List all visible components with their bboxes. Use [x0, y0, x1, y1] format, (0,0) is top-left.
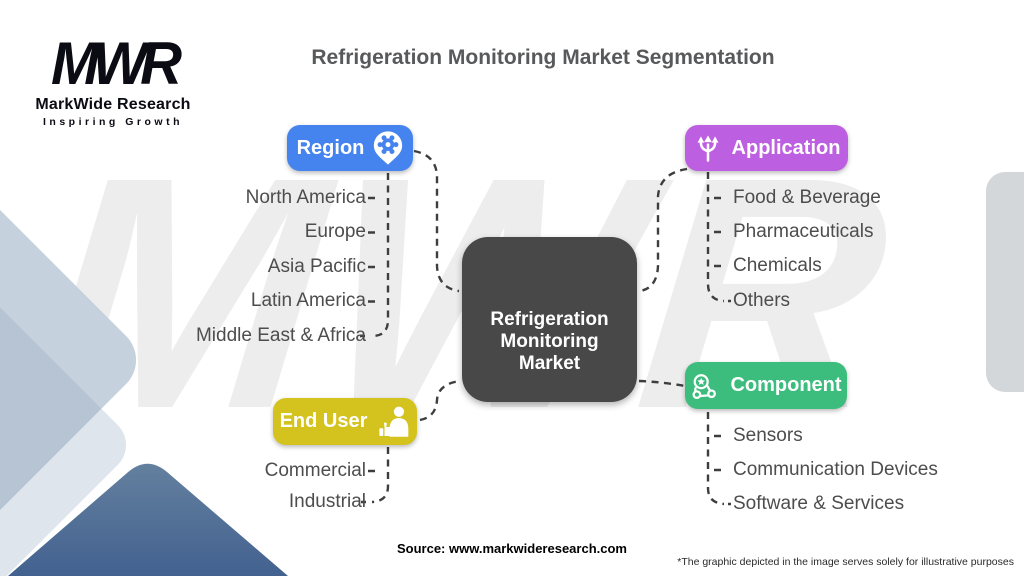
component-item-ticks — [714, 434, 731, 506]
enduser-item-ticks — [361, 469, 380, 504]
markwide-research-logo: MWR MarkWide Research Inspiring Growth — [28, 29, 198, 128]
person-icon — [379, 406, 409, 437]
center-node-line: Monitoring — [500, 331, 599, 352]
application-item-food-beverage: Food & Beverage — [733, 187, 881, 208]
application-pill-label: Application — [731, 136, 841, 159]
source-text: Source: www.markwideresearch.com — [396, 541, 627, 556]
application-item-others: Others — [733, 290, 791, 311]
application-to-center-link — [639, 167, 688, 293]
logo-company-name: MarkWide Research — [35, 96, 191, 113]
region-pill: Region — [287, 125, 413, 171]
region-item-ticks — [360, 196, 380, 338]
component-pill-label: Component — [730, 374, 842, 396]
enduser-to-center-link — [419, 379, 461, 422]
end-user-pill-label: End User — [279, 410, 368, 432]
end-user-pill: End User — [273, 398, 417, 445]
center-node: Refrigeration Monitoring Market — [462, 237, 637, 402]
region-item-latin-america: Latin America — [250, 290, 366, 311]
application-item-ticks — [714, 196, 731, 303]
end-user-item-industrial: Industrial — [288, 491, 366, 512]
component-to-center-link — [638, 379, 686, 388]
right-edge-tab-shape — [986, 172, 1024, 392]
component-pill: Component — [685, 362, 847, 409]
region-item-europe: Europe — [304, 221, 366, 242]
component-items-rail — [706, 412, 725, 506]
disclaimer-text: *The graphic depicted in the image serve… — [677, 556, 1014, 568]
region-item-north-america: North America — [245, 187, 366, 208]
logo-tagline: Inspiring Growth — [43, 116, 183, 128]
region-to-center-link — [413, 149, 460, 293]
region-pill-label: Region — [296, 136, 365, 159]
component-item-communication-devices: Communication Devices — [733, 459, 938, 480]
bottom-left-triangle-shape — [8, 463, 288, 576]
end-user-item-commercial: Commercial — [264, 460, 366, 481]
application-items-rail — [706, 172, 725, 303]
center-node-line: Refrigeration — [490, 309, 609, 330]
application-pill: Application — [685, 125, 848, 171]
component-item-software-services: Software & Services — [733, 493, 905, 514]
application-item-pharmaceuticals: Pharmaceuticals — [733, 221, 874, 242]
application-item-chemicals: Chemicals — [733, 255, 822, 276]
component-item-sensors: Sensors — [733, 425, 803, 446]
enduser-items-rail — [371, 447, 390, 504]
center-node-line: Market — [518, 353, 581, 374]
gear-linkage-icon — [692, 373, 717, 399]
region-item-middle-east-africa: Middle East & Africa — [195, 325, 366, 346]
logo-acronym: MWR — [51, 29, 182, 98]
page-title: Refrigeration Monitoring Market Segmenta… — [311, 46, 775, 69]
region-item-asia-pacific: Asia Pacific — [267, 256, 366, 277]
branching-arrows-icon — [697, 135, 718, 162]
map-pin-gear-icon — [374, 131, 403, 165]
